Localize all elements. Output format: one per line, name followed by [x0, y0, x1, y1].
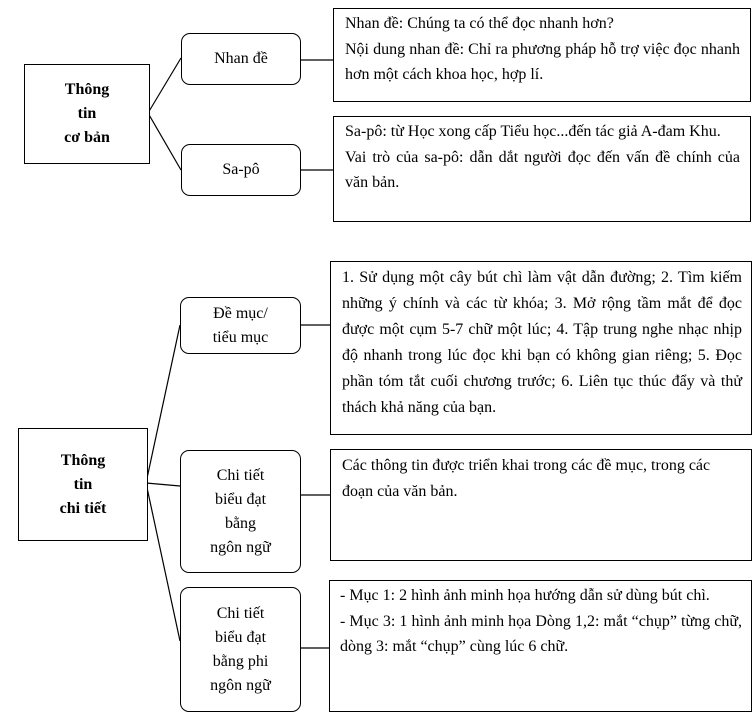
verbal-node-line-4: ngôn ngữ: [210, 538, 271, 556]
connector-detailed-to-verbal: [145, 482, 181, 487]
headings-detail-text: 1. Sử dụng một cây bút chì làm vật dẫn đ…: [342, 269, 742, 416]
detailed-info-label-line-1: Thông: [60, 451, 106, 469]
nonverbal-detail-line-2: - Mục 3: 1 hình ảnh minh họa Dòng 1,2: m…: [340, 612, 742, 656]
connector-basic-to-sapo: [147, 112, 182, 171]
sapo-detail-box: Sa-pô: từ Học xong cấp Tiểu học...đến tá…: [333, 116, 751, 222]
nonverbal-node-line-2: biểu đạt: [214, 628, 267, 646]
basic-info-label-line-3: cơ bản: [64, 129, 110, 146]
verbal-detail-box: Các thông tin được triển khai trong các …: [330, 449, 752, 561]
headings-node: Đề mục/ tiểu mục: [180, 297, 301, 354]
verbal-node-line-3: bằng: [224, 514, 257, 532]
sapo-node-label: Sa-pô: [222, 161, 260, 178]
headings-node-line-1: Đề mục/: [213, 304, 268, 322]
headings-detail-box: 1. Sử dụng một cây bút chì làm vật dẫn đ…: [330, 261, 752, 435]
connector-basic-to-title: [147, 57, 182, 114]
sapo-node: Sa-pô: [181, 144, 301, 196]
sapo-detail-line-2: Vai trò của sa-pô: dẫn dắt người đọc đến…: [345, 148, 740, 192]
detailed-info-label-line-2: tin: [73, 475, 93, 493]
basic-info-node: Thông tin cơ bản: [24, 64, 150, 164]
title-detail-line-1: Nhan đề: Chúng ta có thể đọc nhanh hơn?: [345, 15, 614, 32]
title-node: Nhan đề: [181, 33, 301, 85]
connector-detailed-to-headings: [145, 324, 181, 484]
nonverbal-node-line-4: ngôn ngữ: [210, 676, 271, 694]
basic-info-label-line-1: Thông: [64, 81, 110, 98]
title-detail-line-2: Nội dung nhan đề: Chỉ ra phương pháp hỗ …: [345, 40, 740, 84]
nonverbal-detail-box: - Mục 1: 2 hình ảnh minh họa hướng dẫn s…: [329, 580, 752, 712]
sapo-detail-line-1: Sa-pô: từ Học xong cấp Tiểu học...đến tá…: [345, 123, 721, 140]
basic-info-label-line-2: tin: [77, 105, 97, 122]
title-node-label: Nhan đề: [214, 50, 268, 67]
verbal-node-line-1: Chi tiết: [216, 466, 265, 484]
verbal-detail-text: Các thông tin được triển khai trong các …: [342, 457, 711, 500]
nonverbal-node: Chi tiết biểu đạt bằng phi ngôn ngữ: [180, 587, 301, 712]
nonverbal-detail-line-1: - Mục 1: 2 hình ảnh minh họa hướng dẫn s…: [340, 587, 710, 604]
nonverbal-node-line-1: Chi tiết: [216, 604, 265, 622]
detailed-info-node: Thông tin chi tiết: [18, 428, 148, 541]
verbal-node: Chi tiết biểu đạt bằng ngôn ngữ: [180, 450, 301, 573]
detailed-info-label-line-3: chi tiết: [59, 499, 107, 517]
connector-detailed-to-nonverbal: [145, 482, 181, 642]
title-detail-box: Nhan đề: Chúng ta có thể đọc nhanh hơn? …: [333, 8, 751, 102]
headings-node-line-2: tiểu mục: [212, 328, 269, 346]
verbal-node-line-2: biểu đạt: [214, 490, 267, 508]
nonverbal-node-line-3: bằng phi: [212, 652, 269, 670]
